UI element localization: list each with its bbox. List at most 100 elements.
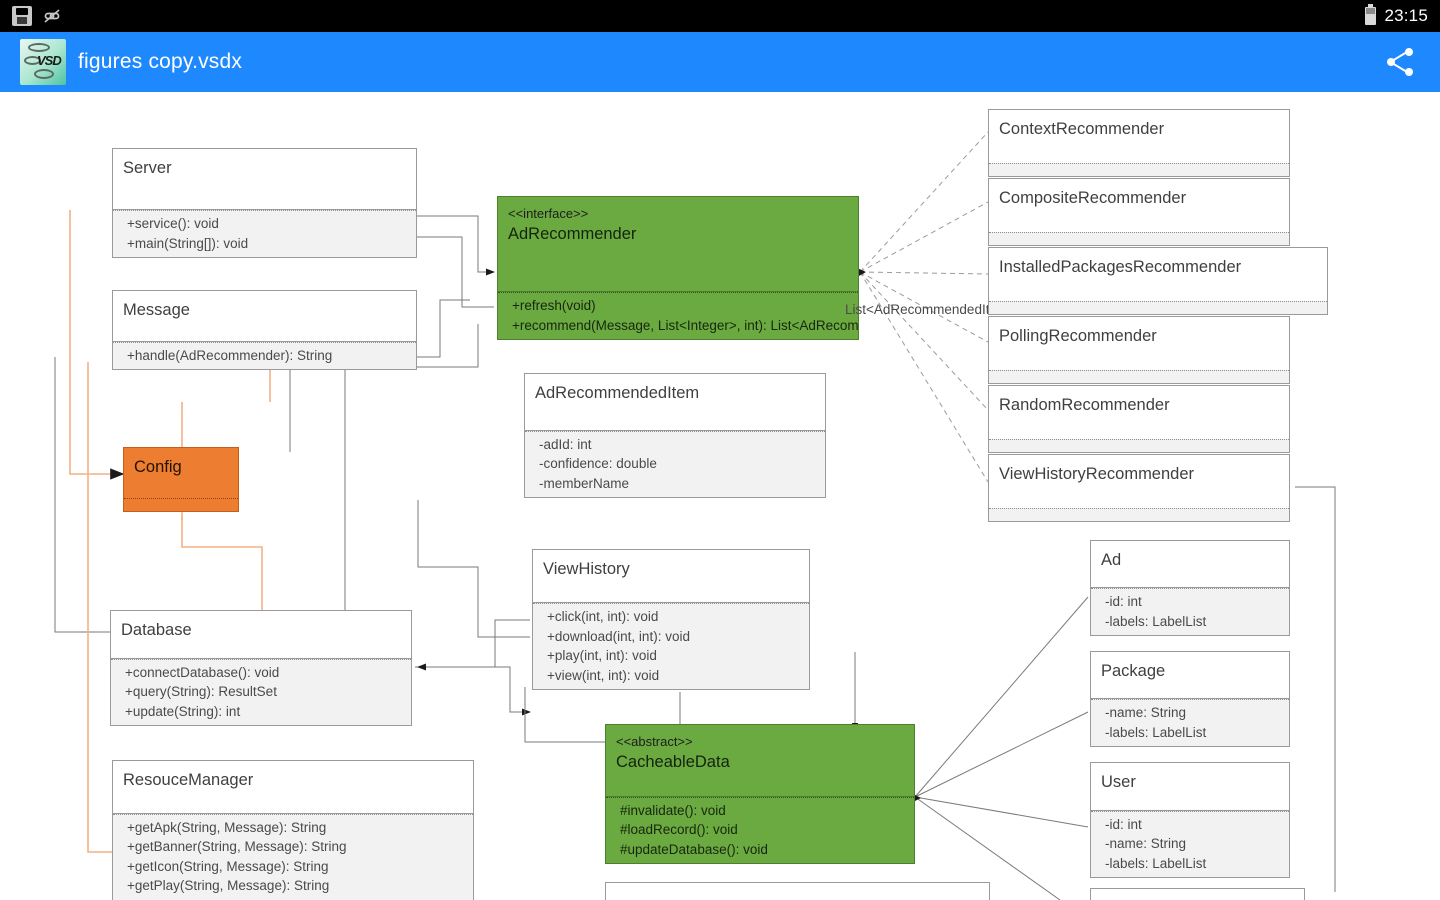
member-line: +download(int, int): void <box>547 628 690 644</box>
class-members <box>989 508 1289 521</box>
member-line: +getIcon(String, Message): String <box>127 858 329 874</box>
member-line: -confidence: double <box>539 456 657 471</box>
uml-class-polling-recommender[interactable]: PollingRecommender <box>988 316 1290 384</box>
uml-class-config[interactable]: Config <box>123 447 239 512</box>
uml-class-package[interactable]: Package -name: String -labels: LabelList <box>1090 651 1290 747</box>
member-line: +service(): void <box>127 216 219 231</box>
class-title: PollingRecommender <box>999 327 1157 345</box>
class-members <box>989 232 1289 245</box>
divider <box>1091 698 1289 699</box>
class-title: ViewHistory <box>543 560 630 578</box>
class-members: +click(int, int): void +download(int, in… <box>533 603 809 689</box>
uml-class-cacheable-data[interactable]: <<abstract>> CacheableData #invalidate()… <box>605 724 915 864</box>
class-members: -id: int -labels: LabelList <box>1091 588 1289 635</box>
member-line: #updateDatabase(): void <box>620 841 768 857</box>
status-bar-clock: 23:15 <box>1384 6 1428 25</box>
class-title: CacheableData <box>616 753 730 772</box>
class-members: -name: String -labels: LabelList <box>1091 699 1289 746</box>
class-title: ResouceManager <box>123 771 254 789</box>
class-members <box>989 301 1327 314</box>
member-line: +play(int, int): void <box>547 648 657 663</box>
uml-class-resouce-manager[interactable]: ResouceManager +getApk(String, Message):… <box>112 760 474 900</box>
stereotype-label: <<interface>> <box>508 206 589 221</box>
uml-class-bottom-center-partial[interactable] <box>605 882 990 900</box>
member-line: +query(String): ResultSet <box>125 684 277 699</box>
class-title: CompositeRecommender <box>999 189 1187 207</box>
diagram-canvas[interactable]: Server +service(): void +main(String[]):… <box>0 92 1440 900</box>
uml-class-bottom-right-partial[interactable] <box>1090 888 1305 900</box>
class-title: AdRecommender <box>508 225 637 244</box>
uml-class-view-history-recommender[interactable]: ViewHistoryRecommender <box>988 454 1290 522</box>
uml-class-server[interactable]: Server +service(): void +main(String[]):… <box>112 148 417 258</box>
member-line: +getBanner(String, Message): String <box>127 839 347 854</box>
class-title <box>1091 889 1304 897</box>
divider <box>1091 809 1289 811</box>
link-icon <box>42 6 62 26</box>
diagram-connectors <box>54 131 1336 900</box>
member-line: +view(int, int): void <box>547 667 660 683</box>
class-title: AdRecommendedItem <box>535 384 700 402</box>
uml-class-view-history[interactable]: ViewHistory +click(int, int): void +down… <box>532 549 810 690</box>
member-line: +update(String): int <box>125 703 241 719</box>
member-line: -memberName <box>539 475 630 491</box>
class-members <box>124 498 238 511</box>
divider <box>113 209 416 210</box>
divider <box>533 602 809 603</box>
uml-class-random-recommender[interactable]: RandomRecommender <box>988 385 1290 453</box>
class-title: RandomRecommender <box>999 396 1170 414</box>
share-icon[interactable] <box>1384 45 1418 79</box>
member-line: +refresh(void) <box>512 298 596 313</box>
class-title: User <box>1101 773 1136 791</box>
member-line: -adId: int <box>539 436 592 452</box>
uml-class-ad[interactable]: Ad -id: int -labels: LabelList <box>1090 540 1290 636</box>
member-line: -labels: LabelList <box>1105 613 1207 629</box>
class-title: Config <box>134 458 182 476</box>
class-members: +getApk(String, Message): String +getBan… <box>113 813 473 900</box>
class-members <box>989 370 1289 383</box>
class-members: +connectDatabase(): void +query(String):… <box>111 658 411 725</box>
save-icon <box>12 6 32 26</box>
class-title: Ad <box>1101 551 1122 569</box>
member-line: +handle(AdRecommender): String <box>127 347 333 363</box>
vsd-logo-label: VSD <box>37 53 62 68</box>
class-title: Package <box>1101 662 1166 680</box>
uml-class-composite-recommender[interactable]: CompositeRecommender <box>988 178 1290 246</box>
divider <box>111 657 411 659</box>
status-bar-left-icons <box>12 6 62 26</box>
app-bar: VSD figures copy.vsdx <box>0 32 1440 92</box>
uml-class-database[interactable]: Database +connectDatabase(): void +query… <box>110 610 412 726</box>
class-members <box>989 439 1289 452</box>
status-bar-right-icons: 23:15 <box>1365 4 1428 26</box>
app-bar-left: VSD figures copy.vsdx <box>20 39 1384 85</box>
battery-icon <box>1365 4 1377 25</box>
member-line: +getApk(String, Message): String <box>127 819 327 835</box>
member-line: +getPlay(String, Message): String <box>127 878 330 893</box>
divider <box>498 291 858 292</box>
uml-interface-ad-recommender[interactable]: <<interface>> AdRecommender +refresh(voi… <box>497 196 859 340</box>
uml-class-message[interactable]: Message +handle(AdRecommender): String <box>112 290 417 370</box>
class-title: Server <box>123 159 172 177</box>
class-members: -adId: int -confidence: double -memberNa… <box>525 430 825 497</box>
uml-class-user[interactable]: User -id: int -name: String -labels: Lab… <box>1090 762 1290 878</box>
member-line: +getIcon(String, Message): String <box>127 896 463 900</box>
class-header: <<interface>> AdRecommender <box>498 197 858 245</box>
class-title: InstalledPackagesRecommender <box>999 258 1242 276</box>
class-members: +refresh(void) +recommend(Message, List<… <box>498 292 858 339</box>
member-line: -labels: LabelList <box>1105 724 1207 740</box>
divider <box>1091 587 1289 588</box>
class-members: +handle(AdRecommender): String <box>113 341 416 369</box>
class-members <box>989 163 1289 176</box>
uml-class-context-recommender[interactable]: ContextRecommender <box>988 109 1290 177</box>
class-title: ViewHistoryRecommender <box>999 465 1195 483</box>
divider <box>525 429 825 431</box>
class-title: ContextRecommender <box>999 120 1165 138</box>
document-title: figures copy.vsdx <box>78 50 243 73</box>
member-line: -name: String <box>1105 836 1187 851</box>
class-title: Message <box>123 301 190 319</box>
vsdx-file-icon: VSD <box>20 39 66 85</box>
divider <box>606 795 914 797</box>
class-members: +service(): void +main(String[]): void <box>113 210 416 257</box>
uml-class-ad-recommended-item[interactable]: AdRecommendedItem -adId: int -confidence… <box>524 373 826 498</box>
uml-class-installed-packages-recommender[interactable]: InstalledPackagesRecommender <box>988 247 1328 315</box>
